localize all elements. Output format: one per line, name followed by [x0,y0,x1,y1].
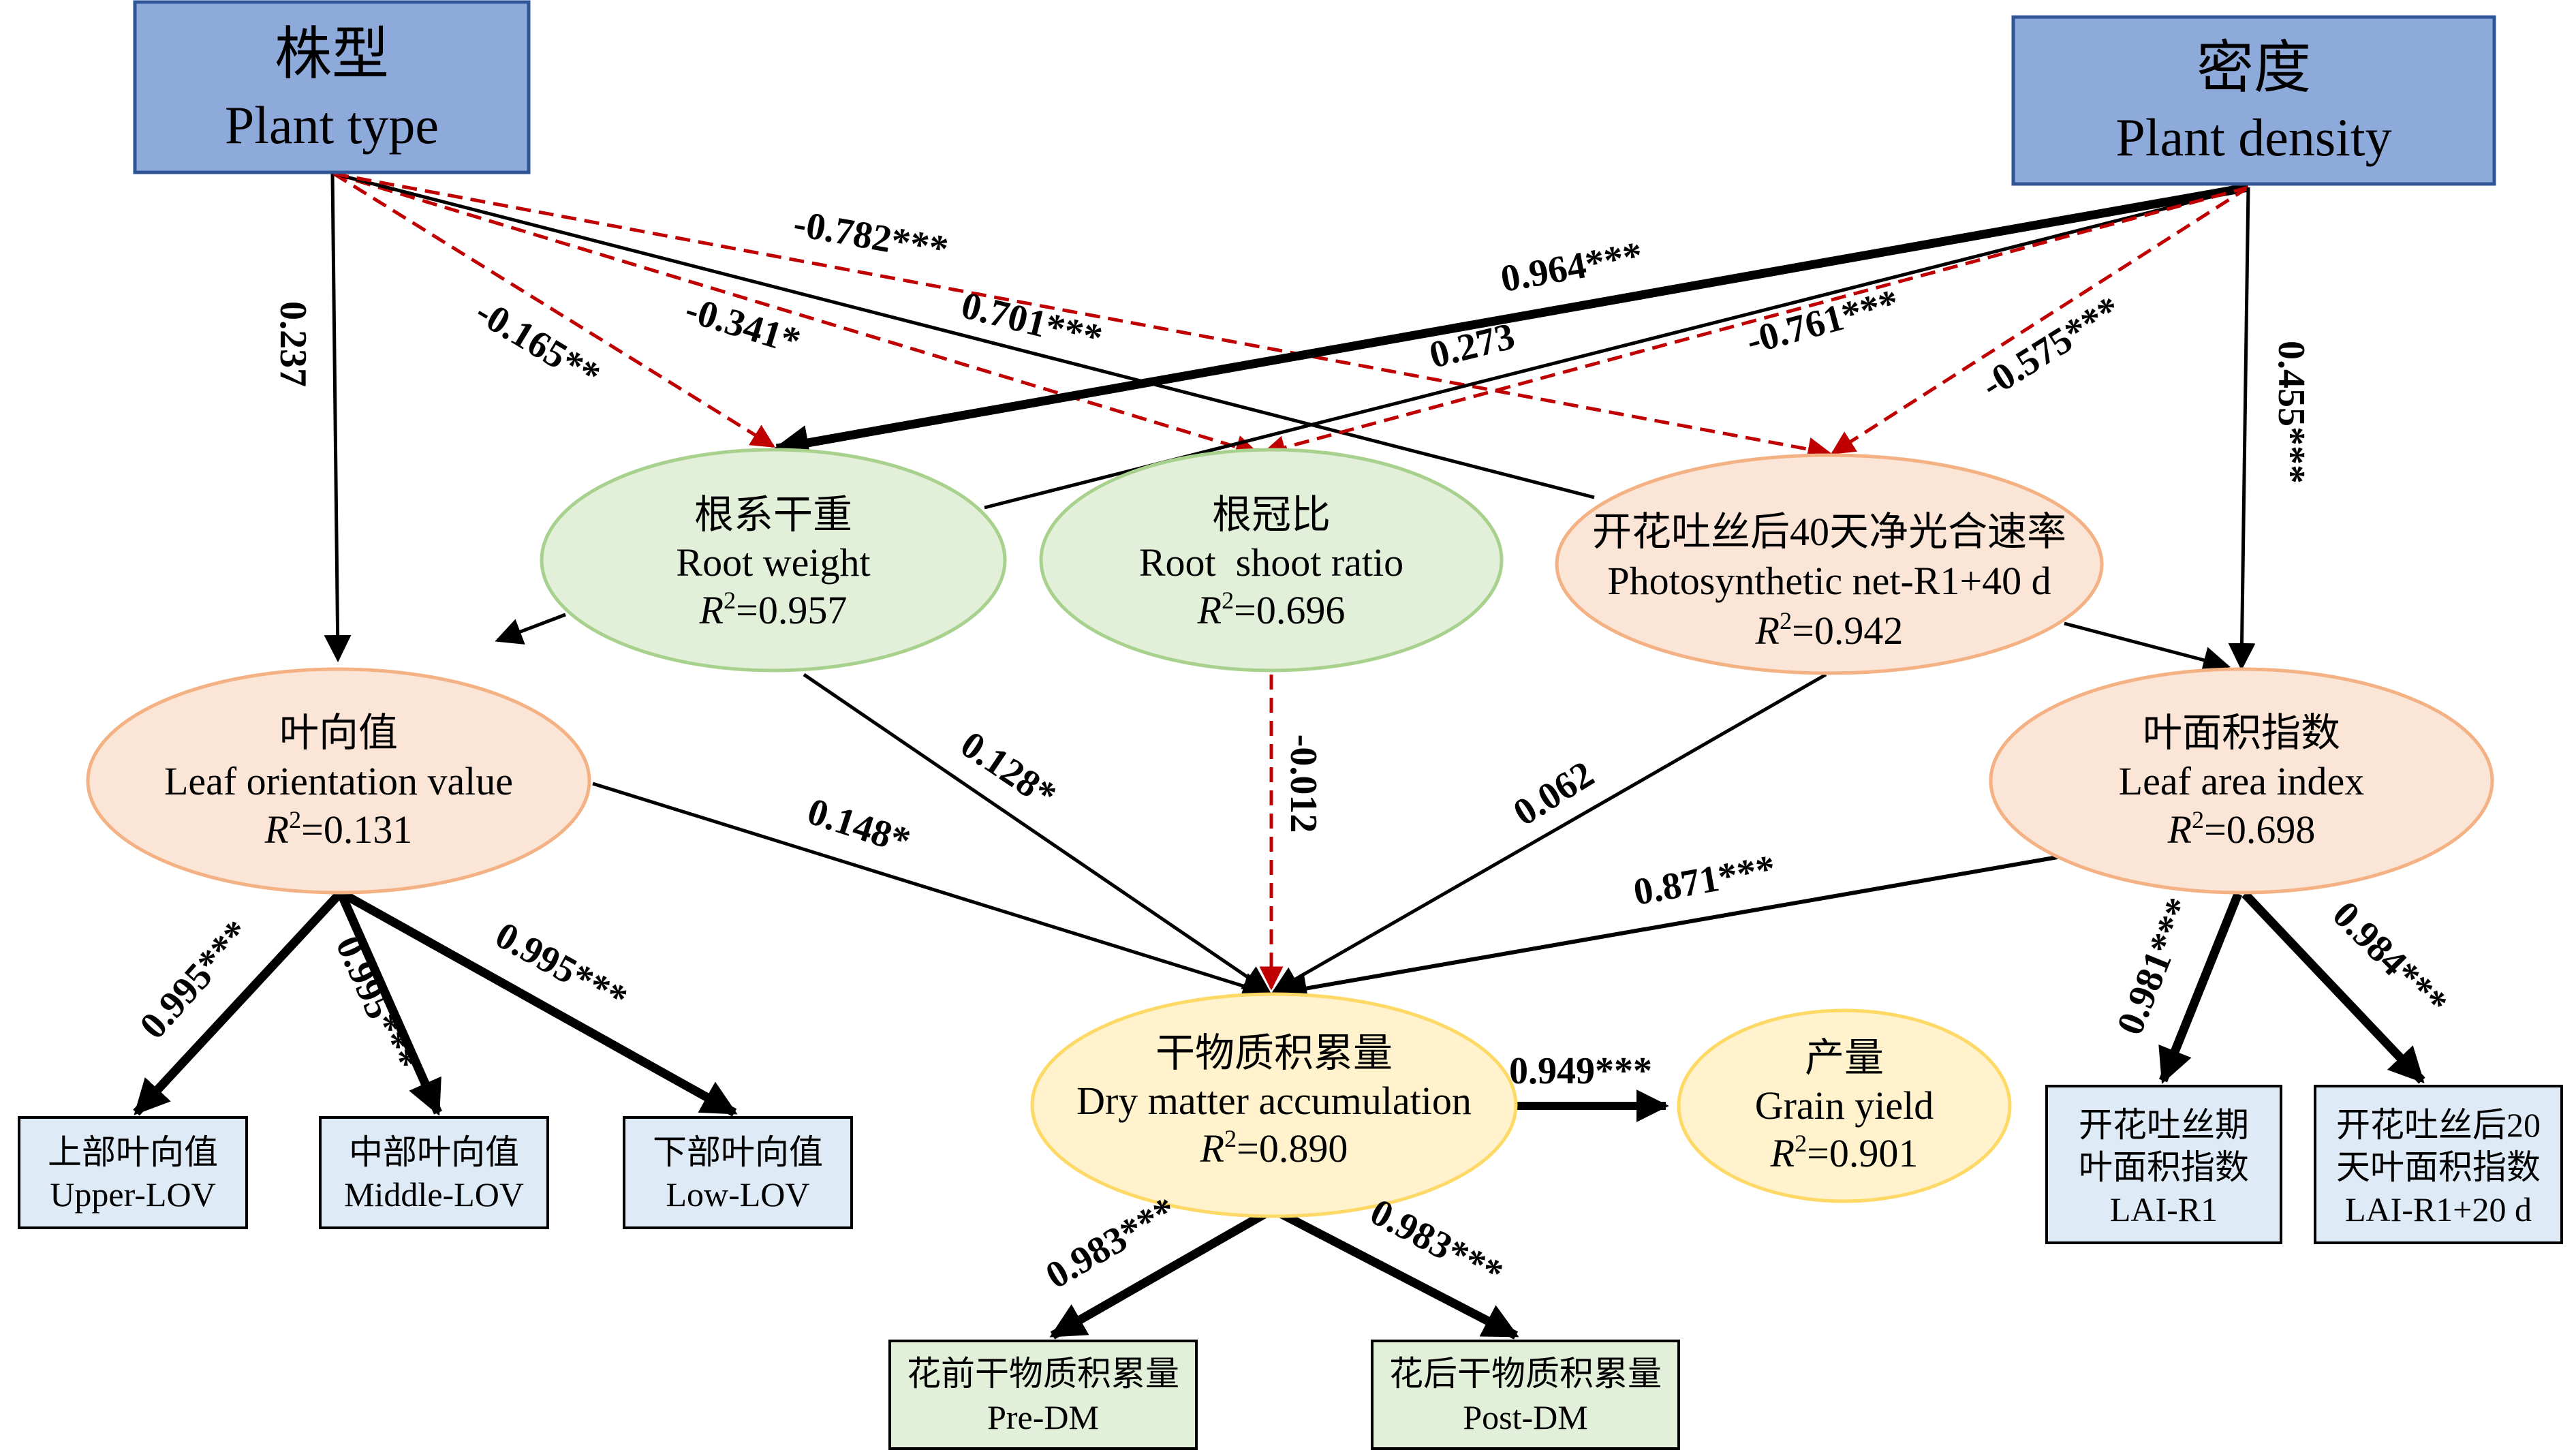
arrow-dm-to-post [1271,1205,1519,1340]
arrow-plant-type-to-leaf-orientation [324,173,352,662]
grain-yield-zh: 产量 [1805,1036,1884,1080]
leaf-area-index-r2: R2=0.698 [2167,806,2316,852]
coef-plant-type-to-photosynthetic: 0.701*** [957,284,1106,360]
lai-r1-en: LAI-R1 [2110,1190,2218,1229]
leaf-area-index-zh: 叶面积指数 [2143,711,2340,755]
arrow-lov-to-low [338,889,738,1117]
arrow-plant-density-to-photosynthetic [1831,185,2250,455]
upper-lov-box: 上部叶向值 Upper-LOV [18,1116,248,1229]
grain-yield-en: Grain yield [1755,1083,1934,1128]
plant-density-zh: 密度 [2197,37,2311,100]
coef-lov-to-dm: 0.148* [803,790,916,863]
root-shoot-ratio-r2: R2=0.696 [1197,587,1346,632]
plant-type-en: Plant type [225,95,439,155]
lai-r1-20-zh1: 开花吐丝后20 [2336,1106,2541,1144]
coef-dm-to-pre: 0.983*** [1039,1189,1184,1297]
photosynthetic-r2: R2=0.942 [1755,607,1904,653]
coef-plant-density-to-lov: 0.273 [1425,315,1519,377]
root-weight-r2: R2=0.957 [699,587,848,632]
lai-r1-box: 开花吐丝期 叶面积指数 LAI-R1 [2045,1085,2282,1244]
plant-type-box: 株型 Plant type [133,0,531,174]
arrow-leaf-orientation-to-dry-matter [592,782,1270,1000]
arrow-plant-density-to-leaf-area-index [2228,187,2256,670]
plant-density-box: 密度 Plant density [2011,15,2496,186]
coef-plant-type-to-root-weight: -0.165** [468,290,607,397]
dry-matter-r2: R2=0.890 [1200,1125,1348,1171]
coef-lai-to-dm: 0.871*** [1630,848,1779,914]
root-shoot-ratio-zh: 根冠比 [1212,493,1331,537]
leaf-orientation-en: Leaf orientation value [164,759,513,803]
arrow-plant-density-to-root-weight [773,183,2250,461]
dry-matter-en: Dry matter accumulation [1076,1079,1472,1123]
pre-dm-zh: 花前干物质积累量 [907,1355,1179,1393]
arrow-lov-to-middle [337,891,442,1116]
lai-r1-zh1: 开花吐丝期 [2079,1106,2249,1144]
coef-plant-type-to-root-shoot-ratio: -0.341* [681,288,805,363]
coef-root-shoot-ratio-to-dm: -0.012 [1282,735,1324,833]
coef-plant-density-to-lai: 0.455*** [2270,341,2312,484]
low-lov-box: 下部叶向值 Low-LOV [623,1116,853,1229]
coef-plant-type-to-lai: -0.782*** [790,202,951,271]
coef-dm-to-grain-yield: 0.949*** [1509,1050,1652,1092]
lai-r1-20-box: 开花吐丝后20 天叶面积指数 LAI-R1+20 d [2314,1085,2563,1244]
coef-lov-to-upper: 0.995*** [131,912,259,1047]
post-dm-en: Post-DM [1463,1398,1587,1436]
arrow-lai-to-lai-r1 [2158,892,2243,1084]
arrow-plant-density-to-leaf-orientation-cont [495,613,566,645]
leaf-area-index-node: 叶面积指数 Leaf area index R2=0.698 [1989,667,2494,895]
coef-lov-to-low: 0.995*** [488,914,634,1020]
dry-matter-zh: 干物质积累量 [1155,1031,1393,1075]
middle-lov-box: 中部叶向值 Middle-LOV [319,1116,549,1229]
arrow-lov-to-upper [133,889,344,1116]
arrow-plant-type-to-photosynthetic [333,172,1595,499]
leaf-area-index-en: Leaf area index [2119,759,2365,803]
plant-density-en: Plant density [2115,108,2391,167]
coef-plant-type-to-lov: 0.237 [272,301,314,387]
pre-dm-en: Pre-DM [987,1398,1099,1436]
post-dm-zh: 花后干物质积累量 [1389,1355,1662,1393]
leaf-orientation-zh: 叶向值 [279,711,398,755]
arrow-leaf-area-index-to-dry-matter [1274,855,2058,1005]
coef-lov-to-middle: 0.995*** [327,929,424,1077]
coef-root-weight-to-dm: 0.128* [953,723,1064,817]
coef-dm-to-post: 0.983*** [1363,1190,1510,1295]
upper-lov-en: Upper-LOV [50,1175,215,1214]
photosynthetic-en: Photosynthetic net-R1+40 d [1607,559,2051,603]
low-lov-en: Low-LOV [666,1175,809,1214]
root-weight-zh: 根系干重 [694,493,852,537]
arrow-lai-to-lai-r1-20 [2241,891,2425,1084]
arrow-plant-density-to-root-shoot-ratio [1261,185,2249,459]
low-lov-zh: 下部叶向值 [653,1133,823,1171]
photosynthetic-node: 开花吐丝后40天净光合速率 Photosynthetic net-R1+40 d… [1555,453,2104,675]
pre-dm-box: 花前干物质积累量 Pre-DM [888,1340,1198,1450]
coef-plant-density-to-root-weight: 0.964*** [1498,234,1646,301]
lai-r1-zh2: 叶面积指数 [2079,1148,2249,1186]
middle-lov-zh: 中部叶向值 [349,1133,519,1171]
middle-lov-en: Middle-LOV [344,1175,524,1214]
upper-lov-zh: 上部叶向值 [48,1133,218,1171]
root-weight-node: 根系干重 Root weight R2=0.957 [540,448,1007,673]
photosynthetic-zh: 开花吐丝后40天净光合速率 [1592,510,2066,554]
root-shoot-ratio-en: Root shoot ratio [1139,540,1403,585]
grain-yield-node: 产量 Grain yield R2=0.901 [1677,1008,2012,1203]
coef-plant-density-to-photosynthetic: -0.575*** [1974,288,2128,407]
dry-matter-node: 干物质积累量 Dry matter accumulation R2=0.890 [1030,992,1518,1218]
root-shoot-ratio-node: 根冠比 Root shoot ratio R2=0.696 [1039,448,1504,673]
arrow-photosynthetic-to-leaf-area-index [2064,621,2231,674]
leaf-orientation-r2: R2=0.131 [264,806,413,852]
arrow-plant-type-to-root-weight [332,172,775,448]
grain-yield-r2: R2=0.901 [1770,1130,1919,1175]
lai-r1-20-zh2: 天叶面积指数 [2336,1148,2541,1186]
plant-type-zh: 株型 [275,23,389,87]
arrow-root-weight-to-dry-matter [803,673,1271,993]
arrow-dm-to-pre [1049,1205,1275,1340]
leaf-orientation-node: 叶向值 Leaf orientation value R2=0.131 [86,667,591,895]
root-weight-en: Root weight [676,540,870,585]
lai-r1-20-en: LAI-R1+20 d [2345,1190,2532,1229]
post-dm-box: 花后干物质积累量 Post-DM [1371,1340,1680,1450]
coef-photosynthetic-to-dm: 0.062 [1506,753,1602,834]
arrow-photosynthetic-to-dry-matter [1271,673,1827,993]
